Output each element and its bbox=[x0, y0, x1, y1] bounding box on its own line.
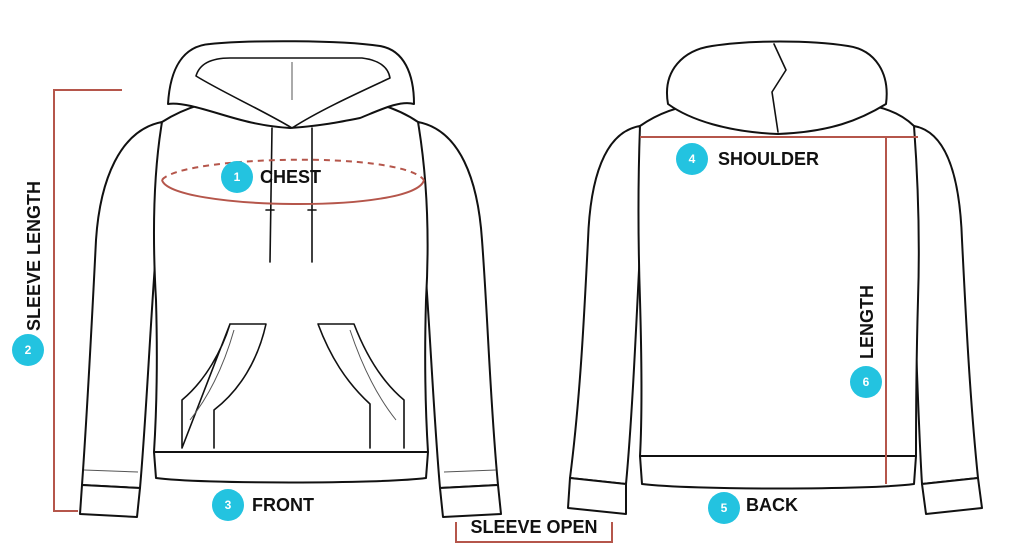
front-callout: 3 FRONT bbox=[212, 489, 314, 521]
chest-measure-back-arc bbox=[161, 158, 425, 181]
svg-text:5: 5 bbox=[721, 501, 728, 515]
front-left-sleeve bbox=[81, 121, 163, 489]
front-label: FRONT bbox=[252, 495, 314, 515]
svg-text:4: 4 bbox=[689, 152, 696, 166]
length-badge bbox=[850, 366, 882, 398]
measurement-lines bbox=[53, 89, 918, 543]
front-badge bbox=[212, 489, 244, 521]
sleeve-length-badge bbox=[12, 334, 44, 366]
front-hoodie bbox=[79, 40, 502, 518]
front-right-cuff bbox=[439, 484, 502, 518]
length-callout: 6 LENGTH bbox=[850, 285, 882, 398]
back-right-cuff bbox=[921, 477, 983, 515]
back-callout: 5 BACK bbox=[708, 492, 798, 524]
sleeve-length-label: SLEEVE LENGTH bbox=[24, 181, 44, 331]
length-label: LENGTH bbox=[857, 285, 877, 359]
chest-callout: 1 CHEST bbox=[221, 161, 321, 193]
front-hood bbox=[167, 40, 415, 129]
back-badge bbox=[708, 492, 740, 524]
front-hood-inner bbox=[195, 57, 391, 129]
sleeve-length-measure bbox=[53, 89, 122, 512]
svg-text:3: 3 bbox=[225, 498, 232, 512]
shoulder-callout: 4 SHOULDER bbox=[676, 143, 819, 175]
chest-label: CHEST bbox=[260, 167, 321, 187]
chest-badge bbox=[221, 161, 253, 193]
front-waistband bbox=[153, 451, 429, 484]
front-drawstring-left bbox=[269, 127, 273, 263]
svg-text:6: 6 bbox=[863, 375, 870, 389]
back-right-sleeve bbox=[911, 125, 979, 485]
sleeve-open-measure bbox=[455, 522, 613, 543]
shoulder-label: SHOULDER bbox=[718, 149, 819, 169]
front-pocket bbox=[181, 323, 267, 449]
svg-text:1: 1 bbox=[234, 170, 241, 184]
back-hood bbox=[666, 40, 888, 135]
back-hoodie bbox=[567, 40, 983, 515]
sleeve-length-callout: 2 SLEEVE LENGTH bbox=[12, 181, 44, 366]
back-left-cuff bbox=[567, 477, 627, 515]
back-hood-seam bbox=[771, 43, 787, 133]
svg-text:2: 2 bbox=[25, 343, 32, 357]
front-right-sleeve bbox=[417, 121, 499, 489]
back-left-sleeve bbox=[569, 125, 641, 485]
sleeve-open-label: SLEEVE OPEN bbox=[470, 517, 597, 537]
chest-measure-front-arc bbox=[161, 179, 425, 205]
back-waistband bbox=[639, 455, 917, 490]
front-body bbox=[153, 95, 429, 453]
front-left-cuff bbox=[79, 484, 141, 518]
shoulder-badge bbox=[676, 143, 708, 175]
back-label: BACK bbox=[746, 495, 798, 515]
